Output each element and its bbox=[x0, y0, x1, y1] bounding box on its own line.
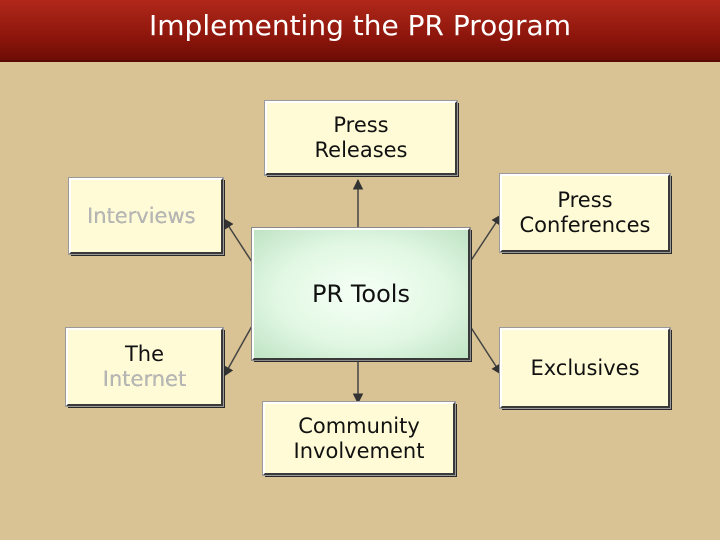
the-internet-label-line2: Internet bbox=[102, 367, 187, 391]
interviews-label: Interviews bbox=[87, 203, 196, 228]
community-involvement-box: Community Involvement bbox=[262, 401, 456, 476]
pr-tools-label: PR Tools bbox=[312, 280, 410, 308]
connector-the-internet bbox=[223, 325, 253, 377]
the-internet-label-line1: The bbox=[124, 342, 165, 366]
title-bar: Implementing the PR Program bbox=[0, 0, 720, 62]
interviews-box: Interviews bbox=[68, 177, 224, 255]
slide-title: Implementing the PR Program bbox=[149, 9, 571, 42]
press-conferences-box: Press Conferences bbox=[499, 173, 671, 253]
exclusives-box: Exclusives bbox=[499, 327, 671, 409]
connector-exclusives bbox=[469, 325, 502, 375]
pr-tools-center-box bbox=[251, 227, 471, 361]
connector-interviews bbox=[223, 218, 253, 263]
connector-press-conferences bbox=[469, 214, 502, 263]
press-releases-box: Press Releases bbox=[264, 100, 458, 176]
the-internet-box: The Internet bbox=[65, 327, 224, 407]
